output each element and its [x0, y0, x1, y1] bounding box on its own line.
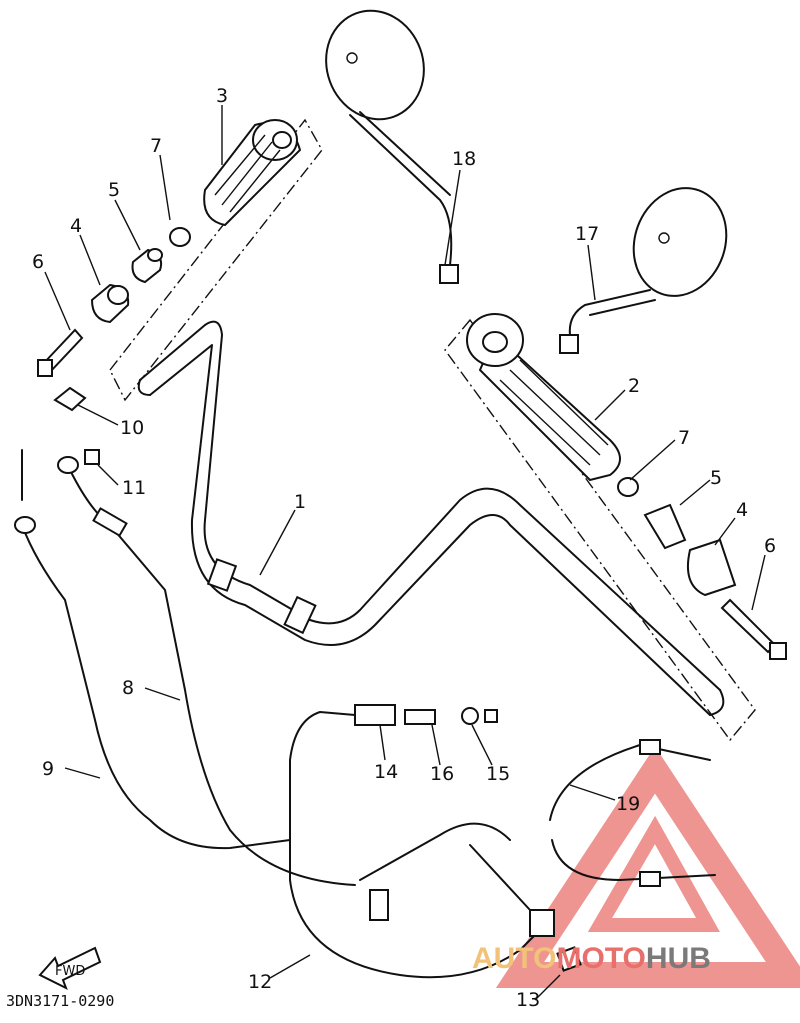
left-grip [203, 119, 302, 227]
leader-lines [44, 105, 766, 1001]
callout-9: 9 [42, 758, 54, 780]
cables-left [14, 449, 356, 886]
holder-plate [53, 386, 87, 412]
watermark-part3: HUB [646, 942, 711, 975]
callout-14: 14 [374, 761, 398, 783]
callout-7-left: 7 [150, 135, 162, 157]
watermark-part2: MOTO [556, 942, 645, 975]
cable-19 [549, 739, 716, 887]
callout-7-right: 7 [678, 427, 690, 449]
callout-1: 1 [294, 491, 306, 513]
mirror-right [559, 187, 728, 354]
mirror-left [325, 9, 459, 284]
watermark-part1: AUTO [472, 942, 556, 975]
callout-17: 17 [575, 223, 599, 245]
callout-5-right: 5 [710, 467, 722, 489]
right-small-parts [617, 477, 787, 660]
holder-bolt [84, 449, 100, 465]
callout-10: 10 [120, 417, 144, 439]
callout-6-left: 6 [32, 251, 44, 273]
callout-3: 3 [216, 85, 228, 107]
watermark-text: AUTOMOTOHUB [472, 942, 711, 975]
fwd-label: FWD [55, 964, 85, 979]
callout-6-right: 6 [764, 535, 776, 557]
callout-16: 16 [430, 763, 454, 785]
callout-19: 19 [616, 793, 640, 815]
callout-5-left: 5 [108, 179, 120, 201]
left-small-parts [37, 227, 191, 377]
right-grip [466, 313, 621, 482]
callout-4-right: 4 [736, 499, 748, 521]
callout-8: 8 [122, 677, 134, 699]
callout-2: 2 [628, 375, 640, 397]
callout-4-left: 4 [70, 215, 82, 237]
callout-12: 12 [248, 971, 272, 993]
drawing-code: 3DN3171-0290 [6, 992, 114, 1010]
throttle-cables [289, 704, 582, 979]
callout-11: 11 [122, 477, 146, 499]
callout-18: 18 [452, 148, 476, 170]
alignment-line-right [444, 318, 756, 742]
callout-15: 15 [486, 763, 510, 785]
callout-13: 13 [516, 989, 540, 1011]
fwd-arrow: FWD [38, 946, 102, 991]
